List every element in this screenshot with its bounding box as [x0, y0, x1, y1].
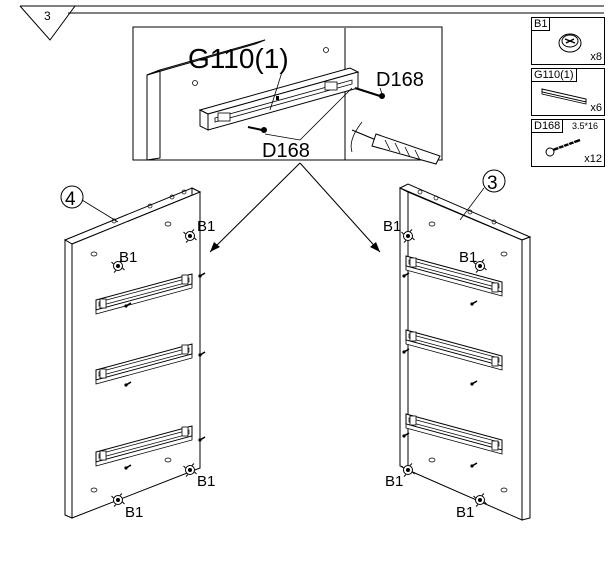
- detail-screw-bottom: [247, 126, 267, 133]
- screw-icon: [545, 138, 581, 157]
- fitting-label: G110(1): [188, 43, 289, 74]
- part-quantity: x12: [584, 153, 602, 165]
- cam-label: B1: [197, 473, 215, 490]
- step-number: 3: [44, 9, 51, 23]
- part-code: D168: [532, 120, 564, 133]
- screwdriver-icon: [350, 121, 441, 165]
- cam-label: B1: [197, 218, 215, 235]
- part-box-d168: D168 3.5*16 x12: [531, 119, 605, 167]
- callout-arrows: [209, 162, 381, 253]
- part-code: G110(1): [532, 69, 577, 82]
- part-box-b1: B1 x8: [531, 17, 605, 65]
- detail-screw-top: [354, 87, 385, 99]
- cam-label: B1: [125, 504, 143, 521]
- detail-callout: G110(1) D168 D168: [132, 26, 443, 165]
- screw-label-right: D168: [376, 69, 424, 91]
- part-quantity: x6: [590, 102, 602, 114]
- screw-label-bottom: D168: [262, 140, 310, 162]
- cam-label: B1: [456, 504, 474, 521]
- part-box-g110: G110(1) x6: [531, 68, 605, 116]
- panel-right-number: 3: [487, 173, 498, 194]
- panel-left-number: 4: [65, 189, 76, 210]
- part-size: 3.5*16: [572, 121, 599, 131]
- part-code: B1: [532, 18, 551, 31]
- cam-label: B1: [385, 473, 403, 490]
- cam-label: B1: [459, 249, 477, 266]
- cam-label: B1: [383, 218, 401, 235]
- part-quantity: x8: [590, 51, 602, 63]
- step-header: 3: [19, 5, 604, 41]
- cam-lock-icon: [558, 33, 582, 53]
- drawer-runner-icon: [541, 88, 587, 105]
- detail-runner: [198, 67, 360, 131]
- panel-right: 3 B1 B1 B1 B1: [383, 169, 532, 521]
- cam-label: B1: [119, 249, 137, 266]
- panel-left: 4 B1 B1 B1 B1: [60, 185, 215, 521]
